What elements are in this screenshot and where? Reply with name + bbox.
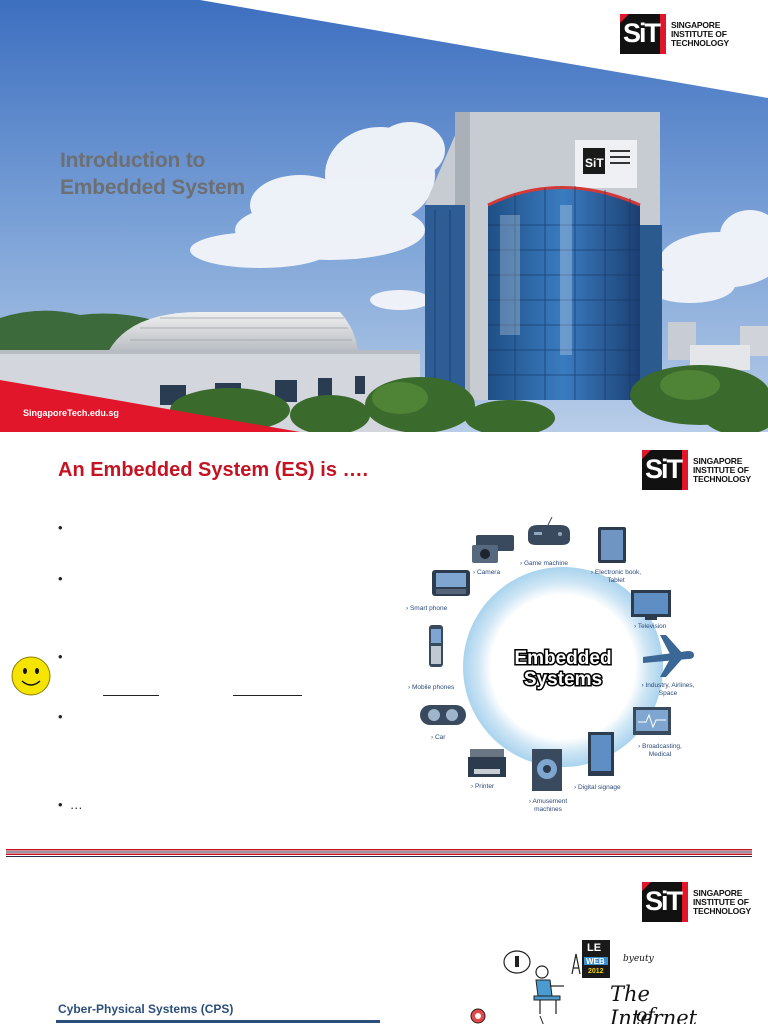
artist-signature: byeuty — [623, 954, 654, 964]
slide-heading: An Embedded System (ES) is …. — [58, 459, 369, 481]
title-line-1: Introduction to — [60, 149, 206, 172]
car-dashboard-icon — [420, 705, 466, 725]
game-controller-icon — [528, 517, 570, 545]
iot-sketch — [470, 940, 610, 1024]
diagram-center-line-1: Embedded — [514, 648, 611, 669]
device-label: › Mobile phones — [408, 684, 455, 691]
presentation-title: Introduction to Embedded System — [60, 147, 245, 201]
definition-slide: An Embedded System (ES) is …. SiT SINGAP… — [0, 432, 768, 840]
leweb-badge-mid: WEB — [586, 957, 605, 966]
airplane-icon — [643, 635, 694, 677]
medical-monitor-icon — [633, 707, 671, 735]
bullet-item: • … — [58, 797, 83, 812]
camera-icon — [472, 535, 514, 563]
bullet-item: • — [58, 649, 70, 664]
iot-title-line-2: of THINGS — [636, 1004, 655, 1024]
blank-underline — [233, 695, 302, 696]
bullet-item: • — [58, 520, 70, 535]
device-label: › Electronic book, Tablet — [590, 569, 642, 584]
digital-signage-icon — [588, 732, 614, 776]
smart-phone-icon — [432, 570, 470, 596]
smiley-face-icon — [11, 656, 51, 696]
title-slide: SiT — [0, 0, 768, 432]
title-line-2: Embedded System — [60, 176, 245, 199]
mobile-phone-icon — [429, 625, 443, 667]
device-label: › Broadcasting, Medical — [638, 743, 682, 758]
sit-logo-mark: SiT — [620, 14, 666, 54]
amusement-machine-icon — [532, 749, 562, 791]
embedded-systems-diagram: Embedded Systems › Camera › Game machine… — [398, 517, 718, 822]
slide-divider — [6, 849, 752, 857]
diagram-center-line-2: Systems — [524, 669, 602, 690]
blank-underline — [103, 695, 159, 696]
device-label: › Camera — [473, 569, 501, 576]
device-label: › Printer — [471, 783, 495, 790]
cps-title-underline — [56, 1020, 380, 1023]
sit-logo-mark: SiT — [642, 882, 688, 922]
device-label: › Game machine — [520, 560, 569, 567]
iot-title-line-1: The Internet — [610, 982, 698, 1024]
leweb-badge-year: 2012 — [588, 968, 604, 975]
bullet-item: • — [58, 709, 70, 724]
internet-of-things-illustration: LE WEB 2012 byeuty The Internet of THING… — [460, 934, 720, 1024]
website-label: SingaporeTech.edu.sg — [23, 408, 119, 418]
bullet-item: • — [58, 571, 70, 586]
television-icon — [631, 590, 671, 620]
device-label: › Amusement machines — [528, 798, 568, 813]
leweb-badge-top: LE — [587, 942, 602, 954]
device-label: › Digital signage — [574, 784, 621, 791]
cps-title: Cyber-Physical Systems (CPS) — [58, 1002, 234, 1016]
tablet-icon — [598, 527, 626, 563]
campus-photo: SiT — [0, 0, 768, 432]
device-label: › Car — [431, 734, 446, 741]
sit-logo-mark: SiT — [642, 450, 688, 490]
device-label: › Television — [634, 623, 667, 630]
printer-icon — [468, 749, 506, 777]
device-label: › Industry, Airlines, Space — [641, 682, 695, 697]
svg-text:SiT: SiT — [585, 156, 604, 170]
device-label: › Smart phone — [406, 605, 448, 612]
embedded-diagram-graphic: Embedded Systems — [420, 517, 694, 791]
